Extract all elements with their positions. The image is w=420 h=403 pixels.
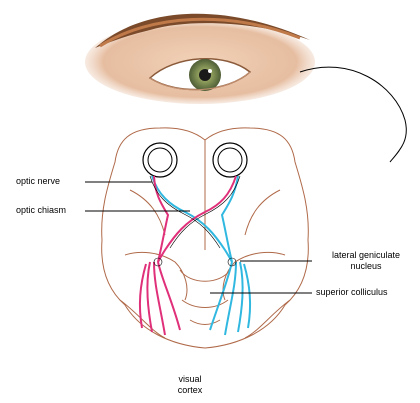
label-superior-colliculus: superior colliculus [316,287,388,298]
label-optic-nerve: optic nerve [16,176,60,187]
eye-illustration [85,14,315,104]
eyeballs [143,143,247,177]
label-lateral-geniculate-line2: nucleus [312,261,420,272]
label-optic-chiasm: optic chiasm [16,205,66,216]
label-visual-cortex-line2: cortex [160,385,220,396]
brain-outline [102,128,309,348]
label-lateral-geniculate-line1: lateral geniculate [312,250,420,261]
label-visual-cortex-line1: visual [160,374,220,385]
label-visual-cortex: visual cortex [160,374,220,396]
connector-line [300,67,406,162]
blue-pathway [152,176,250,335]
label-lateral-geniculate: lateral geniculate nucleus [312,250,420,272]
magenta-pathway [140,176,236,335]
leader-lines [85,182,312,293]
